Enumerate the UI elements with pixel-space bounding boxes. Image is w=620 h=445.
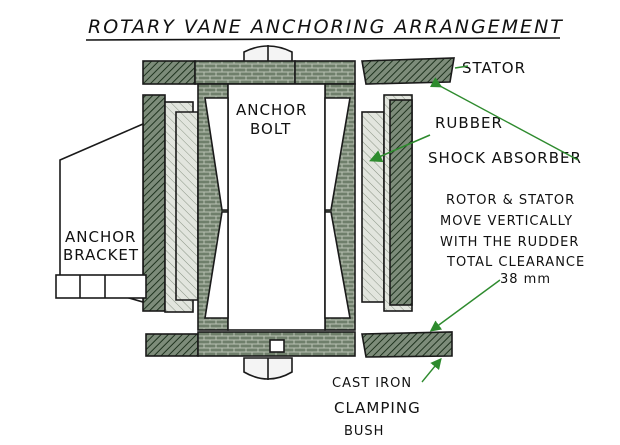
anchor-bracket-label-1: ANCHOR (65, 228, 136, 246)
note-line-4: TOTAL CLEARANCE (446, 255, 585, 270)
anchor-bolt-label-2: BOLT (250, 120, 291, 138)
rubber-label-1: RUBBER (435, 114, 503, 132)
note-line-5: 38 mm (500, 272, 551, 287)
note-line-2: MOVE VERTICALLY (440, 214, 573, 229)
bush-label-2: CLAMPING (334, 399, 421, 417)
diagram-title: ROTARY VANE ANCHORING ARRANGEMENT (88, 16, 564, 38)
stator-move-arrow (429, 77, 579, 161)
right-taper-lower (324, 211, 351, 319)
stator-left-bar (142, 60, 196, 85)
rubber-arrow (369, 134, 431, 163)
anchor-bracket-label-2: BRACKET (63, 246, 139, 264)
note-line-3: WITH THE RUDDER (440, 235, 579, 250)
clearance-arrow (429, 279, 501, 332)
right-outer-rotor (389, 99, 413, 306)
stator-right-bar (361, 57, 455, 85)
left-taper-lower (204, 211, 229, 319)
rubber-label-2: SHOCK ABSORBER (428, 149, 582, 167)
bottom-nut (243, 357, 293, 380)
right-taper-upper (324, 97, 351, 211)
note-line-1: ROTOR & STATOR (446, 193, 575, 208)
bush-slot (269, 339, 285, 353)
bush-label-1: CAST IRON (332, 376, 412, 391)
bush-label-3: BUSH (344, 424, 384, 439)
anchor-bolt (227, 83, 326, 331)
bush-arrow (421, 357, 442, 383)
bottom-right-bar (361, 331, 453, 358)
left-rubber-wedge (175, 111, 199, 301)
right-rubber-block (361, 111, 385, 303)
title-underline (85, 37, 561, 41)
stator-center-top-right (294, 60, 356, 85)
stator-center-top (194, 60, 296, 85)
anchor-bracket (55, 122, 147, 304)
bottom-left-bar (145, 333, 199, 357)
anchor-bolt-label-1: ANCHOR (236, 101, 307, 119)
left-taper-upper (204, 97, 229, 211)
stator-leader (454, 65, 469, 69)
stator-label: STATOR (462, 59, 526, 77)
